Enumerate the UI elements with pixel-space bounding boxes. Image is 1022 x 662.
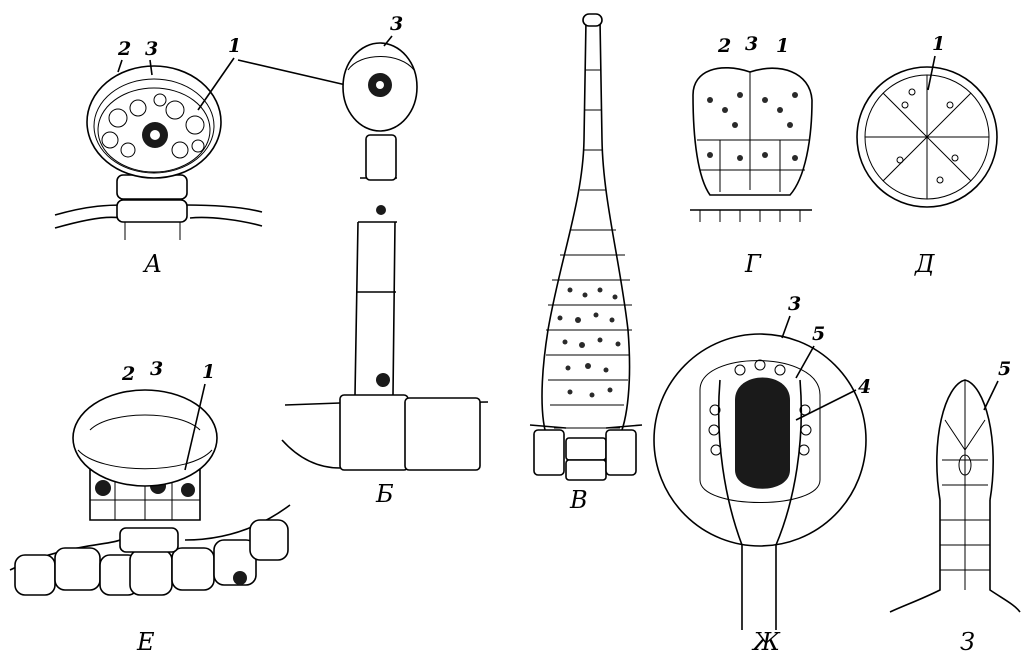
panel-label-g: Г	[744, 250, 762, 278]
panel-v-drawing	[530, 14, 642, 480]
panel-zh-drawing	[654, 334, 866, 630]
panel-label-e: Е	[136, 628, 155, 656]
panel-e-drawing	[10, 390, 290, 595]
panel-a-drawing	[55, 66, 262, 240]
panel-label-v: В	[569, 486, 588, 514]
panel-label-a: А	[142, 250, 162, 278]
panel-label-b: Б	[375, 480, 394, 508]
label-1-panel-e: 1	[202, 361, 215, 383]
label-2-panel-e: 2	[121, 363, 135, 385]
label-4-panel-zh: 4	[858, 376, 871, 398]
panel-label-z: З	[960, 628, 975, 656]
panel-d-drawing	[857, 67, 997, 207]
label-3-panel-e: 3	[150, 358, 163, 380]
label-3-panel-b: 3	[390, 13, 403, 35]
leader-3-panel-zh	[782, 316, 790, 338]
panel-b-drawing	[282, 43, 488, 470]
leader-1-shared	[238, 60, 346, 85]
leader-2-panel-a	[118, 60, 122, 72]
label-1-panel-d: 1	[932, 33, 945, 55]
label-2-panel-a: 2	[117, 38, 131, 60]
leader-5-panel-z	[984, 381, 998, 410]
panel-label-d: Д	[914, 250, 935, 278]
panel-z-drawing	[890, 380, 1020, 612]
panel-g-drawing	[690, 68, 812, 222]
label-1-panel-a: 1	[228, 35, 241, 57]
label-3-panel-g: 3	[745, 33, 758, 55]
label-2-panel-g: 2	[717, 35, 731, 57]
label-1-panel-g: 1	[776, 35, 789, 57]
panel-label-zh: Ж	[751, 628, 781, 656]
label-5-panel-zh: 5	[812, 323, 825, 345]
label-3-panel-zh: 3	[788, 293, 801, 315]
label-5-panel-z: 5	[998, 358, 1011, 380]
label-3-panel-a: 3	[145, 38, 158, 60]
